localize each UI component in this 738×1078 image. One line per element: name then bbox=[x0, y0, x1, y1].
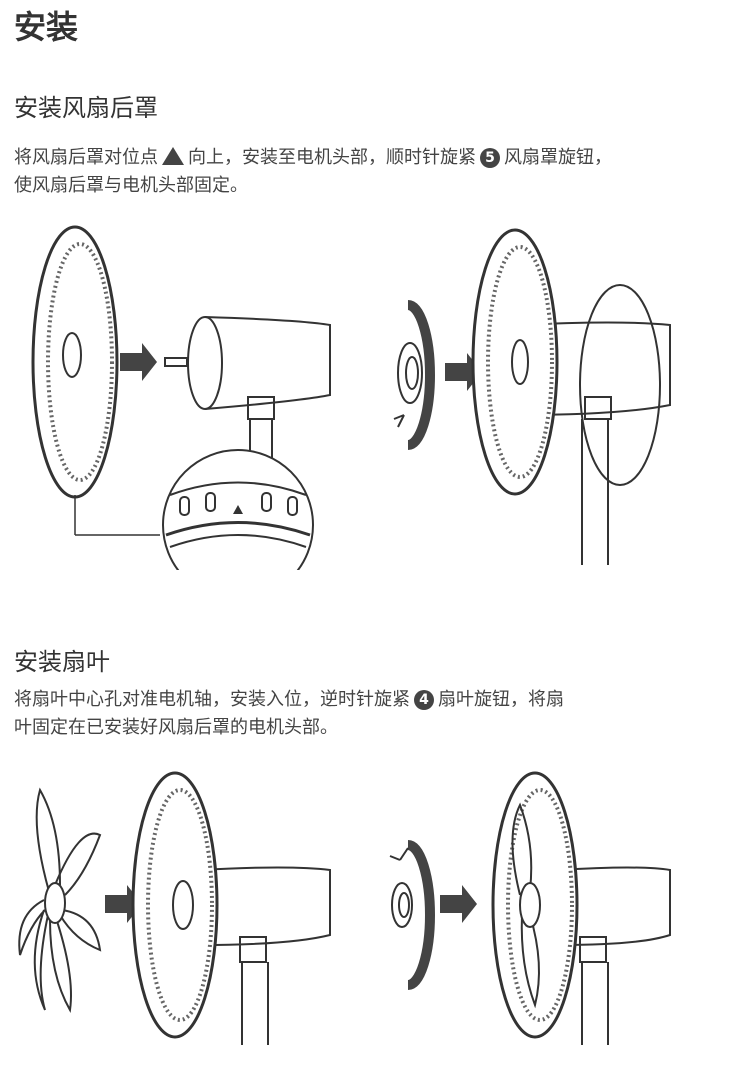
alignment-triangle-icon bbox=[162, 147, 184, 165]
rotation-arrow-counterclockwise-icon bbox=[389, 840, 435, 990]
blade-install-illustration bbox=[18, 771, 671, 1045]
rear-guard-install-illustration bbox=[31, 225, 671, 570]
instruction-text: 使风扇后罩与电机头部固定。 bbox=[14, 175, 248, 196]
detail-magnifier-circle bbox=[162, 449, 314, 570]
knob-number-badge: 4 bbox=[414, 690, 434, 710]
right-arrow-icon bbox=[440, 885, 477, 923]
guarded-motor-drawing bbox=[131, 771, 331, 1045]
instruction-text: 将扇叶中心孔对准电机轴，安装入位，逆时针旋紧 bbox=[14, 689, 410, 710]
fan-blade-drawing bbox=[18, 787, 102, 1014]
blade-knob-drawing bbox=[391, 882, 413, 928]
instruction-text: 风扇罩旋钮， bbox=[504, 147, 612, 168]
instruction-text: 叶固定在已安装好风扇后罩的电机头部。 bbox=[14, 717, 338, 738]
instruction-text: 扇叶旋钮，将扇 bbox=[438, 689, 564, 710]
motor-head-drawing bbox=[164, 316, 331, 465]
guard-knob-drawing bbox=[397, 342, 423, 404]
section-heading-rear-guard: 安装风扇后罩 bbox=[14, 94, 158, 122]
assembled-fan-drawing bbox=[491, 771, 671, 1045]
right-arrow-icon bbox=[120, 343, 157, 381]
page-title: 安装 bbox=[14, 8, 79, 46]
instruction-text: 向上，安装至电机头部，顺时针旋紧 bbox=[188, 147, 476, 168]
section-heading-blades: 安装扇叶 bbox=[14, 648, 110, 676]
knob-number-badge: 5 bbox=[480, 148, 500, 168]
rear-guard-drawing bbox=[31, 225, 160, 536]
instruction-text: 将风扇后罩对位点 bbox=[14, 147, 158, 168]
rotation-arrow-clockwise-icon bbox=[393, 300, 435, 450]
assembled-rear-guard-drawing bbox=[471, 228, 671, 565]
